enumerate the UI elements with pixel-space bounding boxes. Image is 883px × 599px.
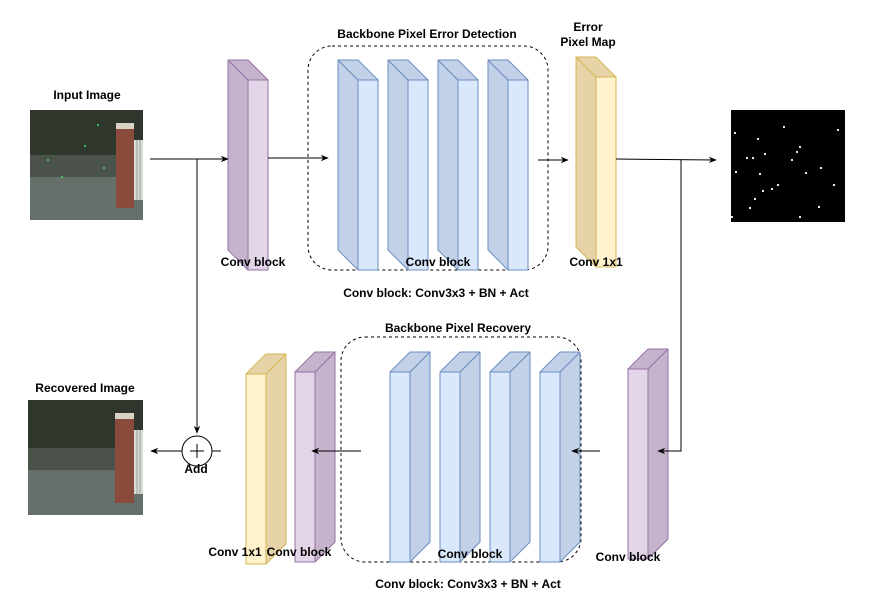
top-conv1x1-label: Conv 1x1: [569, 255, 623, 269]
detection-conv-block-3: [437, 59, 479, 271]
error-pixel-map-label-line2: Pixel Map: [560, 35, 615, 49]
recovered-image-label: Recovered Image: [35, 381, 135, 395]
error-pixel-map-label-line1: Error: [573, 20, 603, 34]
block-side-face: [227, 59, 249, 271]
detection-conv-block-1: [337, 59, 379, 271]
block-front-face: [457, 79, 479, 271]
recovery-conv1x1-block: [245, 353, 287, 565]
block-side-face: [647, 348, 669, 560]
block-front-face: [439, 371, 461, 563]
block-side-face: [387, 59, 409, 271]
pixel-recovery-group: [340, 336, 582, 563]
block-side-face: [337, 59, 359, 271]
bottom-note: Conv block: Conv3x3 + BN + Act: [375, 577, 561, 591]
block-side-face: [487, 59, 509, 271]
recovered-image: [28, 400, 143, 515]
block-front-face: [489, 371, 511, 563]
bottom-left-conv-block: [294, 351, 336, 563]
pixel-error-detection-title: Backbone Pixel Error Detection: [337, 27, 516, 41]
block-front-face: [539, 371, 561, 563]
error-conv1x1-block: [575, 56, 617, 268]
error-map-output-image: [730, 110, 845, 222]
block-side-face: [265, 353, 287, 565]
input-image-label: Input Image: [53, 88, 121, 102]
detection-conv-block-2: [387, 59, 429, 271]
recovery-conv-block-3: [489, 351, 531, 563]
recovery-conv-block-4: [539, 351, 581, 563]
block-side-face: [509, 351, 531, 563]
block-front-face: [389, 371, 411, 563]
block-side-face: [437, 59, 459, 271]
block-front-face: [627, 368, 649, 560]
bottom-left-conv-block-label: Conv block: [267, 545, 332, 559]
block-side-face: [559, 351, 581, 563]
top-note: Conv block: Conv3x3 + BN + Act: [343, 286, 529, 300]
block-front-face: [247, 79, 269, 271]
top-conv-block-label: Conv block: [221, 255, 286, 269]
block-front-face: [595, 76, 617, 268]
block-front-face: [357, 79, 379, 271]
bottom-conv1x1-label: Conv 1x1: [208, 545, 262, 559]
recovery-conv-block-2: [439, 351, 481, 563]
input-image: [30, 110, 143, 220]
edge-conv1x1-to-output: [615, 156, 717, 164]
bottom-right-conv-block-label: Conv block: [596, 550, 661, 564]
block-side-face: [314, 351, 336, 563]
detection-conv-block-4: [487, 59, 529, 271]
block-side-face: [409, 351, 431, 563]
block-front-face: [407, 79, 429, 271]
detection-conv-block-label: Conv block: [406, 255, 471, 269]
plus-circle-icon: [181, 435, 213, 467]
block-side-face: [459, 351, 481, 563]
pixel-recovery-title: Backbone Pixel Recovery: [385, 321, 531, 335]
recovery-conv-block-1: [389, 351, 431, 563]
conv-blocks: [227, 56, 669, 565]
bottom-right-conv-block: [627, 348, 669, 560]
edge-branch-to-bottom-conv: [657, 160, 682, 455]
block-front-face: [245, 373, 267, 565]
block-front-face: [507, 79, 529, 271]
connectors: [150, 154, 717, 455]
add-label: Add: [184, 462, 207, 476]
block-front-face: [294, 371, 316, 563]
recovery-conv-block-label: Conv block: [438, 547, 503, 561]
block-side-face: [575, 56, 597, 268]
top-conv-block: [227, 59, 269, 271]
pixel-error-detection-group: [307, 45, 549, 271]
